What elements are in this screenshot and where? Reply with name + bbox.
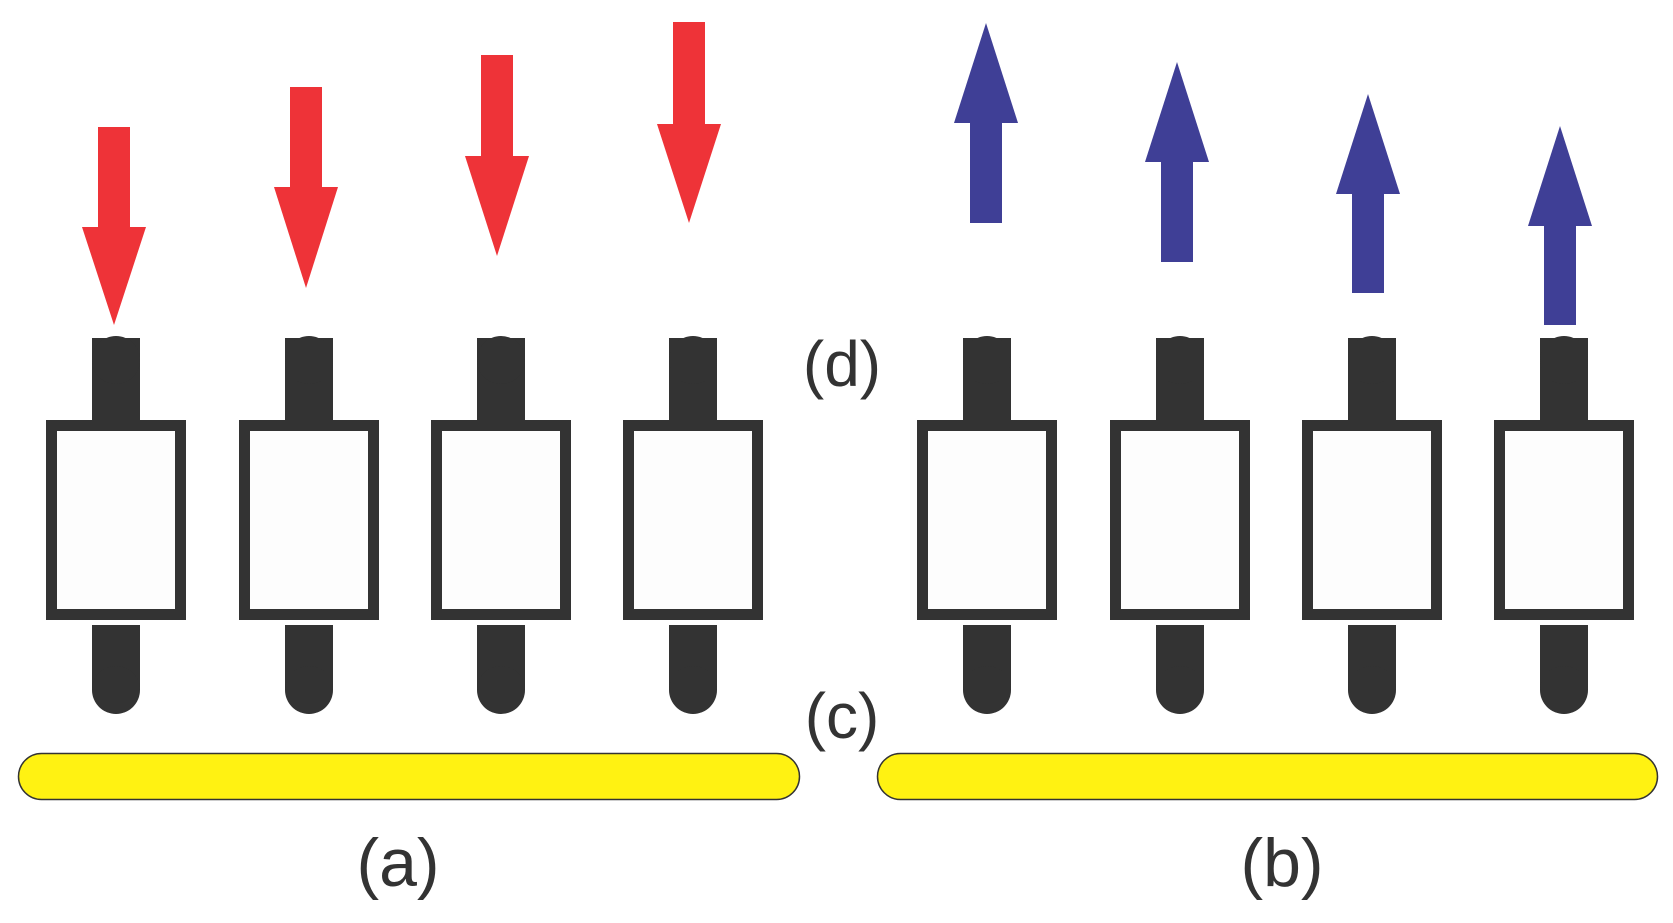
label-b: (b) [1240, 825, 1323, 901]
down-arrow-icon [465, 55, 529, 256]
down-arrow-icon [657, 22, 721, 223]
down-arrow-icon [274, 87, 338, 288]
group-b-elements [917, 336, 1634, 714]
substrate-bar-a [17, 752, 801, 801]
group-a-elements [46, 336, 763, 714]
up-arrow-icon [1528, 126, 1592, 325]
group-b-arrows [954, 23, 1592, 325]
label-c: (c) [805, 680, 880, 752]
group-a-arrows [82, 22, 721, 325]
label-d: (d) [803, 328, 881, 400]
component-element [623, 336, 763, 714]
substrate-bar-b [876, 752, 1659, 801]
down-arrow-icon [82, 127, 146, 325]
component-element [917, 336, 1057, 714]
up-arrow-icon [1336, 94, 1400, 293]
component-element [1302, 336, 1442, 714]
up-arrow-icon [954, 23, 1018, 223]
component-element [1110, 336, 1250, 714]
component-element [1494, 336, 1634, 714]
component-element [239, 336, 379, 714]
up-arrow-icon [1145, 62, 1209, 262]
label-a: (a) [356, 825, 439, 901]
component-element [431, 336, 571, 714]
component-element [46, 336, 186, 714]
